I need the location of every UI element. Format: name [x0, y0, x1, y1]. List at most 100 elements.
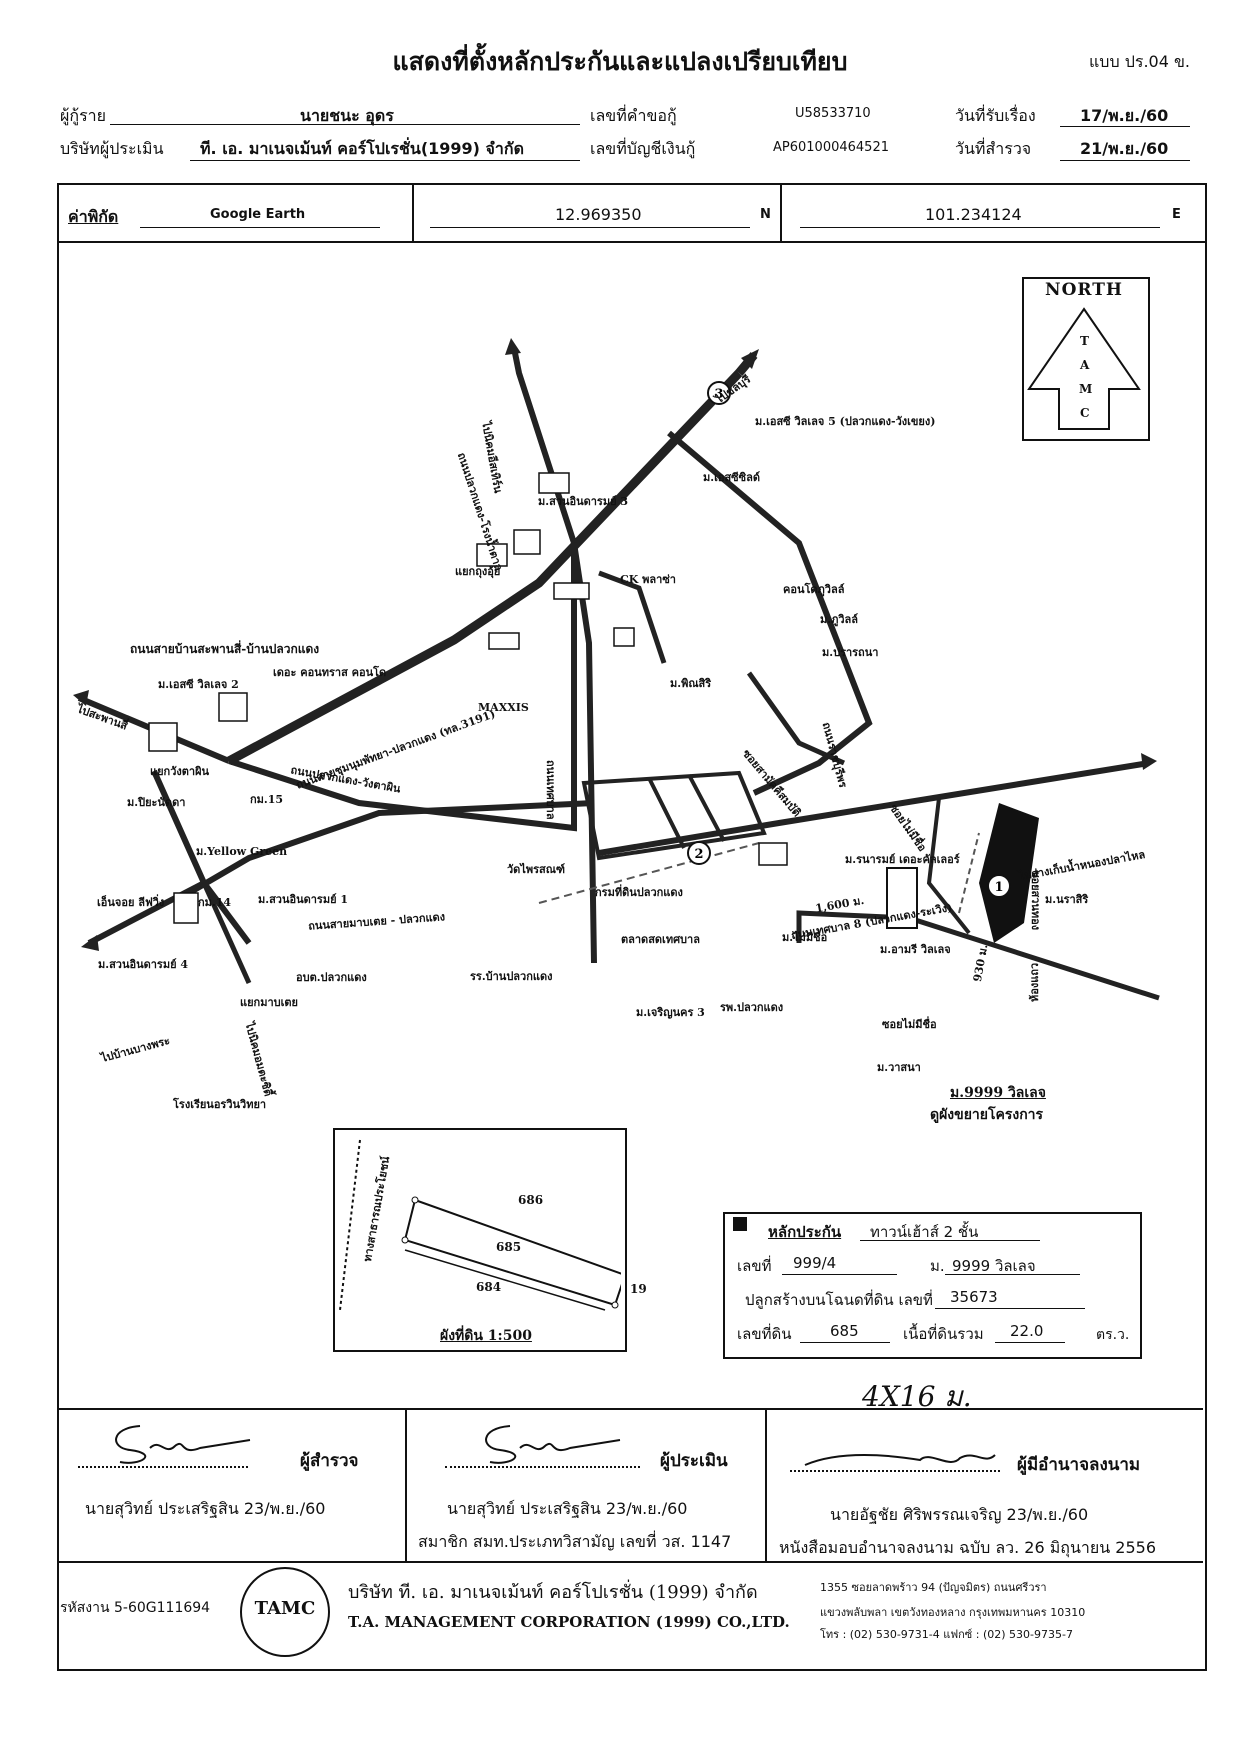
surveyor-role: ผู้สำรวจ	[300, 1451, 359, 1471]
map-label: ม.อามรี วิลเลจ	[880, 943, 951, 956]
map-label: อบต.ปลวกแดง	[296, 971, 367, 984]
map-label: คอนโดภูวิลล์	[783, 583, 845, 596]
map-label: ถนนเทศบาล	[544, 760, 557, 820]
map-label: กรมที่ดินปลวกแดง	[595, 886, 683, 899]
map-label: ม.รนารมย์ เดอะคัลเลอร์	[845, 853, 960, 866]
coords-lat-underline	[430, 227, 750, 228]
marker-3-circle	[707, 381, 731, 405]
borrower-underline	[110, 124, 580, 125]
road-wang-ta-phin	[228, 543, 577, 832]
coords-lon: 101.234124	[925, 205, 1022, 224]
collateral-parcel-underline	[800, 1342, 890, 1343]
road-map-tae	[187, 800, 595, 896]
document-title: แสดงที่ตั้งหลักประกันและแปลงเปรียบเทียบ	[392, 47, 848, 76]
surveyor-name: นายสุวิทย์ ประเสริฐสิน 23/พ.ย./60	[85, 1499, 326, 1518]
received-date-value: 17/พ.ย./60	[1080, 106, 1169, 125]
highway-arrowhead	[741, 349, 759, 369]
authorized-name: นายอัฐชัย ศิริพรรณเจริญ 23/พ.ย./60	[830, 1505, 1089, 1524]
map-label: MAXXIS	[478, 701, 529, 714]
hospital-icon	[758, 842, 788, 866]
road-town-vertical	[571, 542, 597, 964]
collateral-village-value: 9999 วิลเลจ	[952, 1257, 1036, 1275]
collateral-area-unit: ตร.ว.	[1096, 1327, 1130, 1343]
road-soi-mai-mi-chue	[796, 910, 1160, 1001]
signature-col-divider-1	[405, 1408, 407, 1561]
map-label: ห้องแถว	[1028, 962, 1041, 1002]
survey-date-label: วันที่สำรวจ	[955, 139, 1032, 158]
north-letter-m: M	[1079, 382, 1093, 396]
company-label: บริษัทผู้ประเมิน	[60, 139, 164, 158]
map-label: โรงเรียนอรวินวิทยา	[173, 1098, 267, 1111]
authorized-signature	[804, 1454, 996, 1466]
company-value: ที. เอ. มาเนจเม้นท์ คอร์โปเรชั่น(1999) จ…	[200, 139, 524, 158]
collateral-box	[723, 1212, 1142, 1359]
road-soi-samakkhi	[746, 671, 846, 766]
form-code: แบบ ปร.04 ข.	[1088, 52, 1190, 71]
marker-1-circle	[987, 874, 1011, 898]
map-label: ม.ปิยะนัดดา	[127, 796, 186, 809]
company-address-2: แขวงพลับพลา เขตวังทองหลาง กรุงเทพมหานคร …	[820, 1606, 1086, 1619]
company-phone: โทร : (02) 530-9731-4 แฟกซ์ : (02) 530-9…	[820, 1628, 1073, 1641]
temple-icon	[613, 627, 635, 647]
dashed-route-930	[958, 832, 980, 914]
road-north	[511, 347, 577, 544]
map-label: ม.เอสซีซิลด์	[703, 471, 760, 484]
collateral-no-underline	[782, 1274, 897, 1275]
road-north-arrowhead	[505, 338, 521, 355]
plot-inset-frame	[333, 1128, 627, 1352]
collateral-parcel-label: เลขที่ดิน	[737, 1325, 792, 1343]
coords-source-underline	[140, 227, 380, 228]
collateral-village-underline	[945, 1274, 1080, 1275]
map-label: ม.วาสนา	[877, 1061, 921, 1074]
borrower-value: นายชนะ อุดร	[300, 106, 394, 125]
map-label: แยกวังตาผิน	[150, 765, 210, 778]
appraiser-signature	[485, 1425, 621, 1464]
road-east-loop	[667, 430, 873, 796]
surveyor-signature	[115, 1425, 251, 1464]
north-arrow-box	[1022, 277, 1150, 441]
condo-icon-2	[513, 529, 541, 555]
coords-lon-suffix: E	[1172, 207, 1181, 222]
marker-1-label: 1	[994, 880, 1003, 895]
parcel-686: 686	[518, 1193, 544, 1207]
map-label: ม.นราสิริ	[1045, 893, 1089, 906]
road-pinsiri	[598, 570, 667, 664]
shophouse-rect	[886, 867, 918, 929]
coords-label: ค่าพิกัด	[68, 207, 119, 226]
map-label: ม.ภูวิลล์	[820, 613, 858, 626]
road-soi-suan-thong	[926, 797, 971, 935]
map-label: รพ.ปลวกแดง	[720, 1001, 784, 1014]
location-map: 1 2 3	[73, 338, 1160, 1001]
footer-divider	[59, 1561, 1203, 1563]
coords-lon-underline	[800, 227, 1160, 228]
collateral-deed-label: ปลูกสร้างบนโฉนดที่ดิน เลขที่	[745, 1291, 933, 1309]
authorized-dotted-line	[790, 1470, 1000, 1472]
map-label: กม.15	[250, 793, 284, 806]
account-no-label: เลขที่บัญชีเงินกู้	[590, 139, 696, 158]
condo-icon	[476, 543, 508, 567]
map-label: เอ็นจอย ลีฟวิ่ง	[97, 896, 165, 909]
account-no-value: AP601000464521	[773, 140, 889, 155]
map-label: ม.ปรารถนา	[822, 646, 879, 659]
yellow-green-icon	[218, 692, 248, 722]
marker-2-label: 2	[694, 847, 703, 862]
road-saphan-si-arrowhead	[73, 690, 89, 706]
map-label: เดอะ คอนทราส คอนโด	[273, 666, 387, 679]
survey-date-value: 21/พ.ย./60	[1080, 139, 1169, 158]
collateral-area-label: เนื้อที่ดินรวม	[903, 1325, 984, 1343]
map-label: ม.พิณสิริ	[670, 677, 712, 690]
map-label: วัดไพรสณฑ์	[507, 863, 566, 876]
collateral-marker-icon	[733, 1217, 747, 1231]
map-label: ม.สวนอินดารมย์ 1	[258, 893, 349, 906]
coords-source: Google Earth	[210, 207, 306, 222]
ck-plaza-icon	[538, 472, 570, 494]
collateral-type: ทาวน์เฮ้าส์ 2 ชั้น	[870, 1223, 979, 1241]
map-label: ม.สวนอินดารมย์ 3	[538, 495, 629, 508]
company-name-th: บริษัท ที. เอ. มาเนจเม้นท์ คอร์โปเรชั่น …	[348, 1582, 758, 1603]
map-label: CK พลาซ่า	[620, 573, 676, 586]
map-label: แยกมาบเตย	[240, 996, 298, 1009]
subject-arrow	[979, 803, 1039, 943]
plot-caption: ผังที่ดิน 1:500	[440, 1328, 532, 1344]
collateral-area-value: 22.0	[1010, 1322, 1044, 1340]
north-letter-a: A	[1080, 358, 1090, 372]
